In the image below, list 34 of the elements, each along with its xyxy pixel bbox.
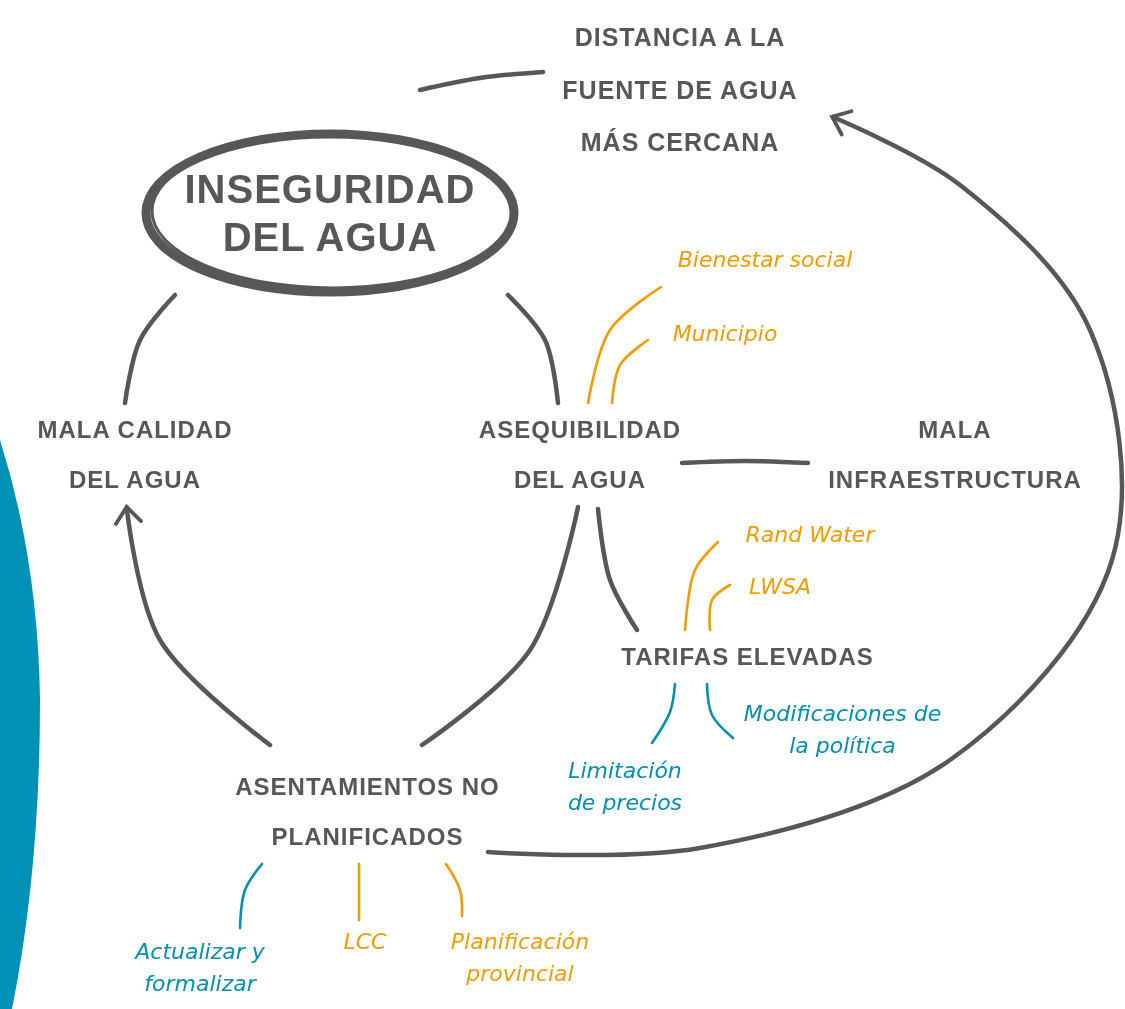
connector-line [650,682,677,745]
annotation-text: Bienestar social [677,246,853,274]
connector-line [122,292,178,406]
ellipse-node [140,128,520,298]
annotation-text: Modificaciones de la política [742,700,943,760]
connector-line [610,338,650,405]
connector-line [595,506,640,633]
annotation-text: LWSA [748,573,812,601]
annotation-text: LCC [343,928,387,956]
connector-line [683,540,720,632]
arrow [114,505,273,748]
annotation-text: Rand Water [745,521,875,549]
concept-label: ASEQUIBILIDAD DEL AGUA [477,414,683,495]
annotation-text: Planificación provincial [449,928,591,988]
arrow [485,109,1125,858]
connector-line [679,458,811,466]
concept-label: DISTANCIA A LA FUENTE DE AGUA MÁS CERCANA [561,22,799,159]
connector-line [708,583,732,632]
connector-line [505,292,561,406]
annotation-text: Limitación de precios [566,757,684,817]
connector-line [357,862,361,922]
concept-label: INSEGURIDAD DEL AGUA [183,166,477,261]
annotation-text: Actualizar y formalizar [133,938,266,998]
connector-line [586,285,663,405]
concept-label: ASENTAMIENTOS NO PLANIFICADOS [234,771,501,852]
connector-line [238,862,264,930]
concept-label: MALA INFRAESTRUCTURA [827,414,1083,495]
concept-label: TARIFAS ELEVADAS [621,642,874,672]
connector-line [417,69,546,93]
concept-label: MALA CALIDAD DEL AGUA [36,414,234,495]
connector-line [705,682,735,740]
annotation-text: Municipio [672,320,778,348]
connector-line [444,862,464,918]
connector-line [419,504,581,748]
